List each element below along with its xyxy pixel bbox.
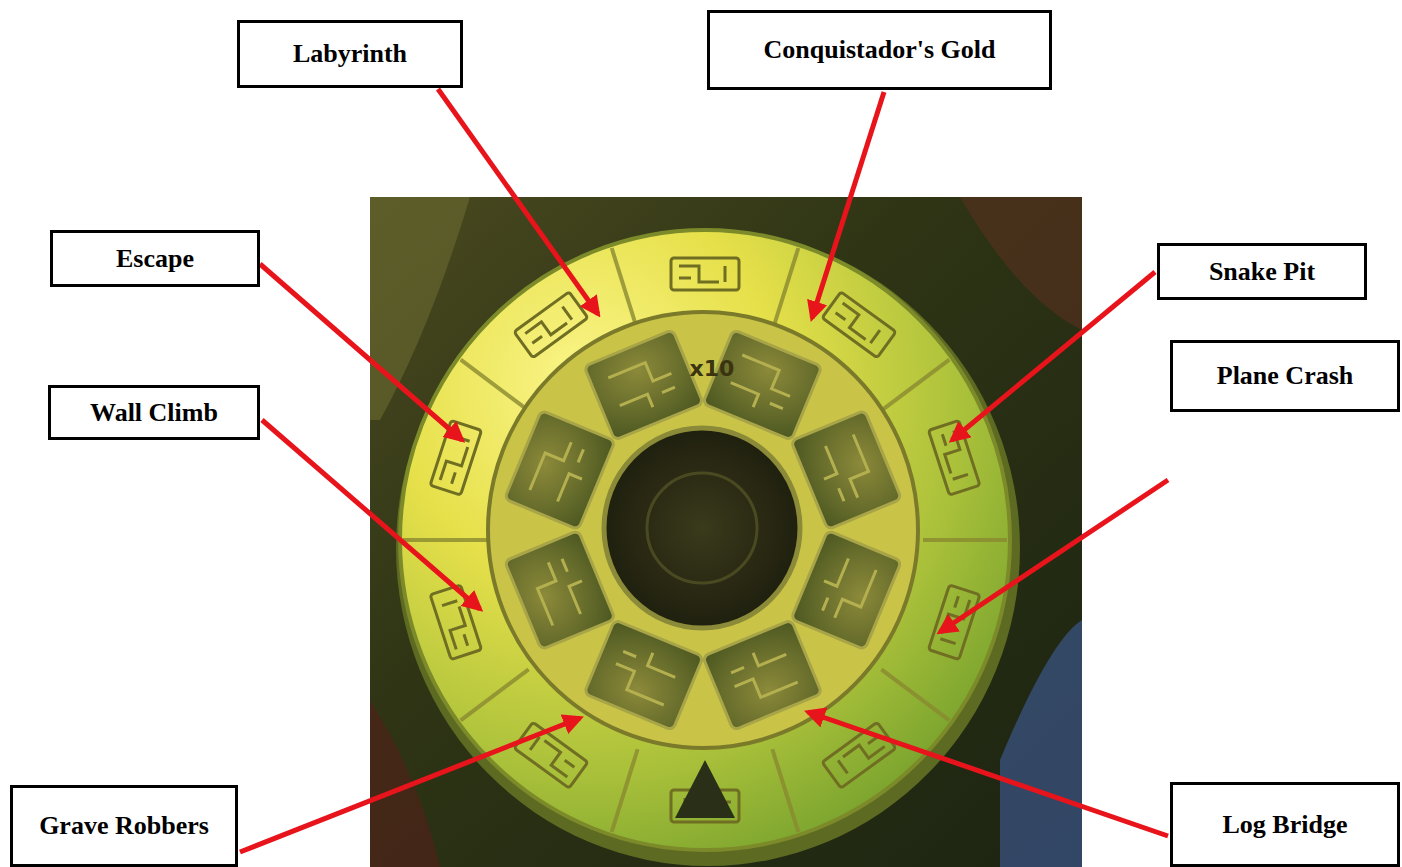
leader-arrow [262, 420, 480, 609]
leader-arrow [240, 718, 580, 852]
inner-tile [504, 410, 615, 529]
callout-label: Snake Pit [1199, 257, 1325, 287]
medallion-notch [675, 760, 735, 818]
callout-label: Plane Crash [1207, 361, 1364, 391]
callout-box: Grave Robbers [10, 785, 238, 867]
callout-box: Escape [50, 230, 260, 287]
photo-ground [370, 197, 1082, 867]
leader-arrow [438, 89, 598, 314]
medallion-outer-ring [400, 230, 1010, 850]
callout-box: Conquistador's Gold [707, 10, 1052, 90]
center-face [647, 473, 757, 583]
callout-label: Escape [106, 244, 204, 274]
inner-tile [584, 330, 703, 441]
callout-box: Log Bridge [1170, 782, 1400, 867]
callout-box: Labyrinth [237, 20, 463, 88]
leader-arrow [260, 264, 462, 440]
rope-shade [370, 700, 440, 867]
segment-divider [772, 749, 798, 832]
medallion-center [604, 428, 800, 628]
callout-label: Wall Climb [80, 398, 228, 428]
multiplier-label: x10 [690, 356, 735, 381]
callout-label: Log Bridge [1213, 810, 1358, 840]
medallion-rim [396, 230, 1020, 866]
segment-divider [923, 538, 1007, 542]
leader-arrow [812, 92, 884, 318]
segment-glyph [928, 421, 979, 496]
segment-divider [612, 749, 638, 832]
callout-box: Plane Crash [1170, 340, 1400, 412]
callout-label: Labyrinth [283, 39, 417, 69]
inner-tile [584, 620, 703, 731]
leader-arrow [940, 480, 1168, 632]
callout-label: Grave Robbers [29, 811, 219, 841]
callout-box: Snake Pit [1157, 243, 1367, 300]
leader-arrow [952, 272, 1155, 440]
callout-label: Conquistador's Gold [754, 35, 1006, 65]
cloth-shade [960, 197, 1082, 330]
inner-tile [703, 330, 822, 441]
segment-divider [612, 248, 638, 331]
segment-divider [461, 669, 529, 720]
leader-arrow [808, 712, 1168, 836]
inner-tile [791, 530, 902, 649]
segment-divider [461, 360, 529, 411]
segment-glyph [514, 722, 588, 788]
segment-glyph [671, 258, 739, 290]
blue-cloth [1000, 620, 1082, 867]
segment-divider [403, 538, 487, 542]
segment-glyph [822, 292, 896, 358]
segment-divider [772, 248, 798, 331]
segment-glyph [514, 292, 588, 358]
inner-tile [703, 620, 822, 731]
inner-tile [504, 530, 615, 649]
callout-box: Wall Climb [48, 385, 260, 440]
segment-glyph [430, 585, 481, 660]
segment-divider [881, 669, 949, 720]
inner-tile [791, 410, 902, 529]
segment-divider [881, 360, 949, 411]
medallion-inner-ring [488, 312, 918, 748]
